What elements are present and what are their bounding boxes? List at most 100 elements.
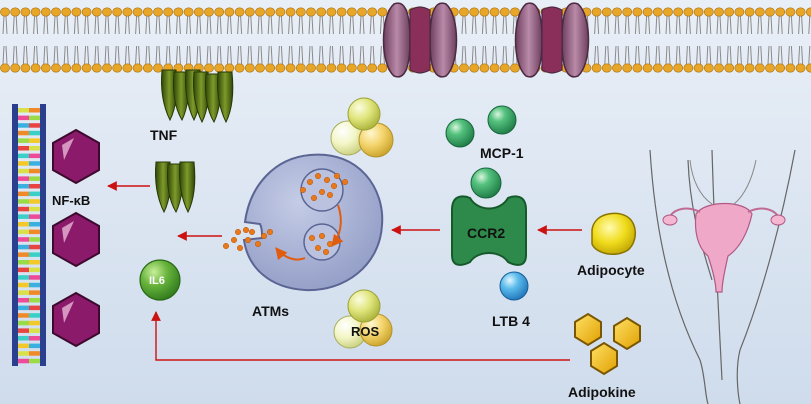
lipid-head (102, 63, 112, 73)
lipid-tail (2, 15, 5, 35)
lipid-tail (138, 15, 141, 35)
lipid-tail (199, 15, 202, 35)
lipid-tail (379, 45, 382, 65)
lipid-head (163, 7, 174, 17)
lipid-tail (372, 15, 375, 35)
lipid-tail (321, 15, 324, 35)
dna-rung (18, 191, 29, 197)
lipid-head (112, 63, 123, 73)
lipid-tail (492, 45, 495, 65)
lipid-tail (757, 15, 760, 35)
lipid-head (622, 63, 633, 73)
lipid-tail (15, 15, 18, 35)
lipid-tail (104, 15, 107, 35)
lipid-head (0, 7, 10, 17)
lipid-tail (84, 45, 87, 65)
lipid-tail (699, 15, 702, 35)
lipid-droplet (315, 172, 322, 179)
lipid-tail (56, 15, 59, 35)
lipid-head (326, 7, 337, 17)
lipid-head (612, 63, 622, 73)
lipid-tail (719, 45, 722, 65)
lipid-tail (219, 15, 222, 35)
ltb4-sphere (499, 271, 529, 301)
lipid-head (683, 63, 694, 73)
lipid-head (214, 7, 225, 17)
lipid-tail (328, 45, 331, 65)
lipid-head (734, 7, 745, 17)
lipid-head (224, 63, 235, 73)
lipid-tail (43, 15, 46, 35)
lipid-head (265, 63, 276, 73)
lipid-tail (36, 45, 39, 65)
lipid-head (601, 7, 612, 17)
lipid-tail (464, 45, 467, 65)
tnf-molecule (155, 161, 196, 214)
lipid-head (306, 63, 316, 73)
lipid-head (61, 7, 72, 17)
lipid-tail (512, 45, 515, 65)
lipid-tail (97, 15, 100, 35)
lipid-droplet (267, 228, 274, 235)
lipid-tail (685, 45, 688, 65)
lipid-tail (808, 45, 811, 65)
dna-rung (29, 214, 40, 219)
label-ltb4: LTB 4 (492, 313, 530, 329)
lipid-tail (750, 45, 753, 65)
lipid-head (591, 7, 602, 17)
lipid-tail (770, 45, 773, 65)
lipid-head (765, 63, 775, 73)
dna-rung (29, 313, 40, 318)
dna-rung (18, 161, 29, 166)
dna-rung (29, 336, 40, 341)
lipid-head (489, 63, 500, 73)
lipid-head (316, 63, 327, 73)
lipid-tail (46, 15, 49, 35)
lipid-tail (637, 15, 640, 35)
dna-rung (18, 260, 29, 265)
lipid-droplet (307, 178, 314, 185)
lipid-tail (22, 15, 25, 35)
lipid-tail (747, 15, 750, 35)
lipid-head (632, 7, 643, 17)
lipid-tail (780, 15, 783, 35)
lipid-head (612, 7, 622, 17)
lipid-tail (107, 45, 110, 65)
lipid-head (20, 63, 31, 73)
lipid-tail (736, 15, 739, 35)
lipid-tail (33, 15, 36, 35)
lipid-tail (158, 45, 161, 65)
lipid-droplet (300, 186, 307, 193)
lipid-tail (808, 15, 811, 35)
dna-rung (18, 214, 29, 219)
lipid-tail (25, 15, 28, 35)
lipid-head (765, 7, 775, 17)
dna-rung (29, 191, 40, 197)
lipid-tail (726, 15, 729, 35)
lipid-head (775, 7, 786, 17)
lipid-tail (790, 15, 793, 35)
lipid-tail (777, 15, 780, 35)
lipid-head (71, 63, 82, 73)
signal-arrows (107, 181, 582, 361)
lipid-tail (127, 45, 130, 65)
lipid-tail (739, 45, 742, 65)
lipid-tail (138, 45, 141, 65)
lipid-tail (56, 45, 59, 65)
lipid-tail (709, 45, 712, 65)
lipid-head (591, 63, 602, 73)
dna-rung (18, 146, 29, 151)
lipid-tail (46, 45, 49, 65)
lipid-head (652, 7, 663, 17)
lipid-tail (624, 15, 627, 35)
lipid-head (112, 7, 123, 17)
lipid-tail (209, 15, 212, 35)
lipid-tail (267, 45, 270, 65)
lipid-tail (186, 15, 189, 35)
lipid-head (336, 63, 347, 73)
lipid-head (10, 63, 21, 73)
dna-rung (18, 206, 29, 212)
label-nfkb: NF-κB (52, 193, 90, 208)
lipid-tail (362, 15, 365, 35)
lipid-tail (604, 45, 607, 65)
